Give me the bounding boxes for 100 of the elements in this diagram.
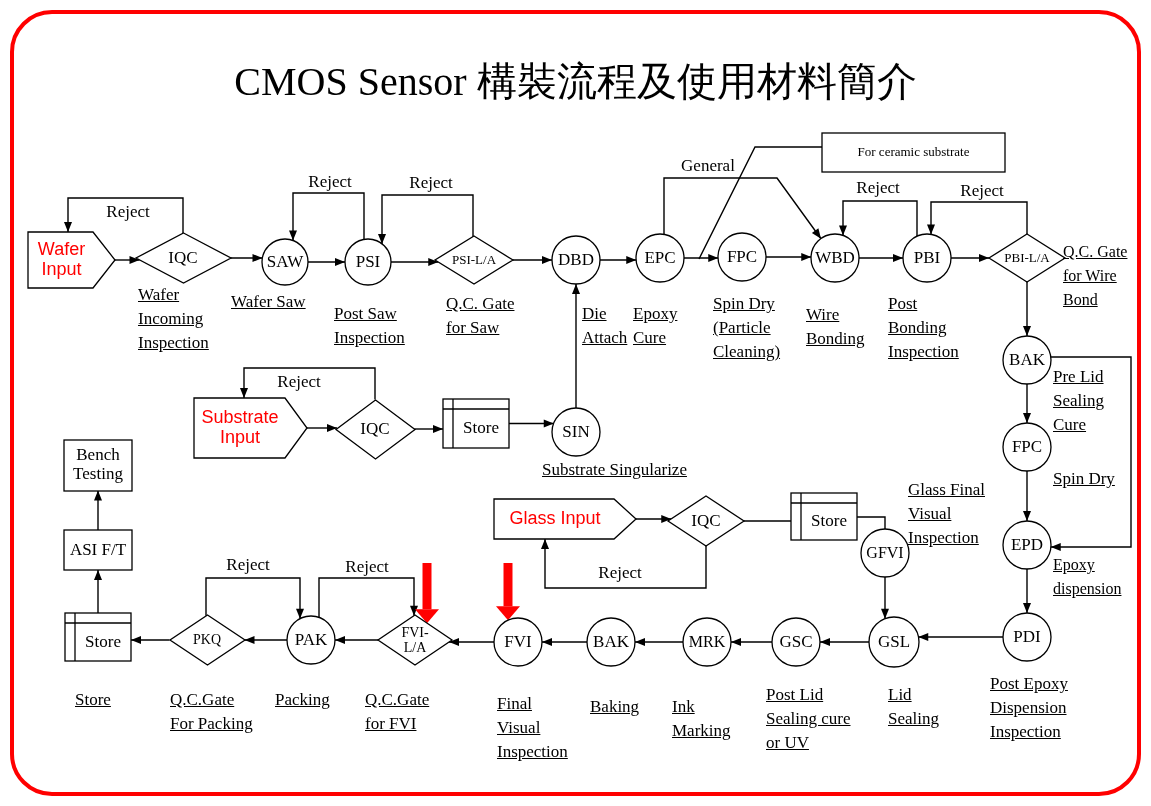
step-code: PAK	[294, 630, 328, 650]
step-code: EPD	[1010, 535, 1044, 555]
arrow	[572, 283, 580, 409]
decision-diamond	[169, 615, 245, 665]
process-circle	[345, 239, 391, 285]
storage-box	[65, 613, 131, 661]
step-description: Spin Dry	[1053, 468, 1116, 490]
step-code: PBI	[913, 248, 941, 268]
step-code: PBI-L/A	[1004, 250, 1050, 266]
step-code: Bench Testing	[72, 446, 124, 484]
input-label: Glass Input	[508, 509, 602, 529]
step-description: Die Attach	[582, 303, 629, 349]
process-circle	[903, 234, 951, 282]
storage-label: Store	[811, 511, 847, 531]
step-description: Pre Lid Sealing Cure	[1053, 366, 1105, 436]
step-code: PDI	[1013, 627, 1041, 647]
step-description: Post Saw Inspection	[334, 303, 406, 349]
input-box	[494, 499, 636, 539]
storage-box	[443, 399, 509, 448]
arrow	[243, 636, 288, 644]
process-circle	[772, 618, 820, 666]
process-box	[64, 530, 132, 570]
storage-label: Store	[463, 419, 499, 438]
step-description: Post Bonding Inspection	[888, 293, 960, 363]
arrow	[378, 194, 474, 245]
step-description: Spin Dry (Particle Cleaning)	[713, 293, 782, 363]
step-code: IQC	[360, 419, 390, 439]
arrow	[1023, 470, 1031, 522]
arrow	[881, 576, 889, 620]
decision-diamond	[335, 399, 415, 459]
step-code: FPC	[1011, 437, 1043, 457]
step-description: Q.C. Gate for Saw	[446, 293, 516, 339]
step-code: IQC	[691, 511, 721, 531]
step-code: ASI F/T	[69, 540, 127, 560]
arrow	[730, 638, 773, 646]
decision-diamond	[989, 234, 1065, 282]
arrow	[541, 638, 588, 646]
connector-line	[743, 520, 792, 522]
step-description: Post Epoxy Dispension Inspection	[990, 673, 1069, 743]
process-circle	[494, 618, 542, 666]
process-circle	[869, 617, 919, 667]
arrow	[64, 197, 184, 234]
diagram-title: CMOS Sensor 構裝流程及使用材料簡介	[233, 58, 918, 106]
arrow	[205, 577, 304, 620]
step-code: PSI-L/A	[451, 252, 497, 268]
leader-line	[698, 146, 823, 260]
step-code: EPC	[644, 248, 676, 268]
step-code: GFVI	[866, 544, 904, 562]
note-text: For ceramic substrate	[857, 145, 970, 160]
decision-diamond	[435, 236, 513, 284]
step-description: Packing	[275, 689, 331, 711]
process-circle	[1003, 336, 1051, 384]
arrow	[1023, 383, 1031, 424]
input-label: Wafer Input	[36, 240, 87, 280]
step-code: BAK	[593, 632, 629, 652]
arrow	[1023, 568, 1031, 614]
process-circle	[683, 618, 731, 666]
step-code: FVI	[504, 632, 532, 652]
step-code: PKQ	[193, 632, 221, 648]
step-description: Glass Final Visual Inspection	[908, 479, 986, 549]
arrow	[819, 638, 870, 646]
storage-box	[791, 492, 857, 540]
process-circle	[587, 618, 635, 666]
arrow	[635, 515, 672, 523]
input-box	[193, 398, 307, 458]
arrow	[512, 256, 553, 264]
step-code: DBD	[558, 250, 594, 270]
decision-diamond	[668, 496, 744, 546]
process-circle	[811, 234, 859, 282]
step-code: WBD	[815, 248, 855, 268]
step-code: SIN	[562, 422, 590, 442]
step-description: Epoxy Cure	[633, 303, 679, 349]
process-circle	[1003, 613, 1051, 661]
step-code: IQC	[168, 248, 198, 268]
arrow	[413, 425, 444, 433]
arrow	[94, 489, 102, 531]
step-code: MRK	[688, 633, 726, 651]
process-circle	[861, 529, 909, 577]
process-circle	[552, 408, 600, 456]
step-description: Baking	[590, 696, 641, 718]
process-circle	[552, 236, 600, 284]
step-code: PSI	[355, 252, 381, 272]
input-label: Substrate Input	[200, 408, 280, 448]
arrow	[1023, 281, 1031, 337]
arrow	[289, 192, 365, 242]
step-code: GSL	[877, 632, 911, 652]
step-description: Post Lid Sealing cure or UV	[766, 684, 852, 754]
input-box	[28, 232, 115, 288]
step-description: Epoxy dispension	[1053, 555, 1123, 600]
step-code: BAK	[1009, 350, 1045, 370]
arrow	[448, 638, 495, 646]
process-circle	[1003, 521, 1051, 569]
step-code: FPC	[726, 247, 758, 267]
step-code: FVI-L/A	[400, 624, 430, 656]
process-circle	[287, 616, 335, 664]
process-circle	[1003, 423, 1051, 471]
step-description: Lid Sealing	[888, 684, 940, 730]
decision-diamond	[135, 233, 231, 283]
step-description: Q.C. Gate for Wire Bond	[1063, 242, 1129, 310]
arrow	[94, 569, 102, 614]
